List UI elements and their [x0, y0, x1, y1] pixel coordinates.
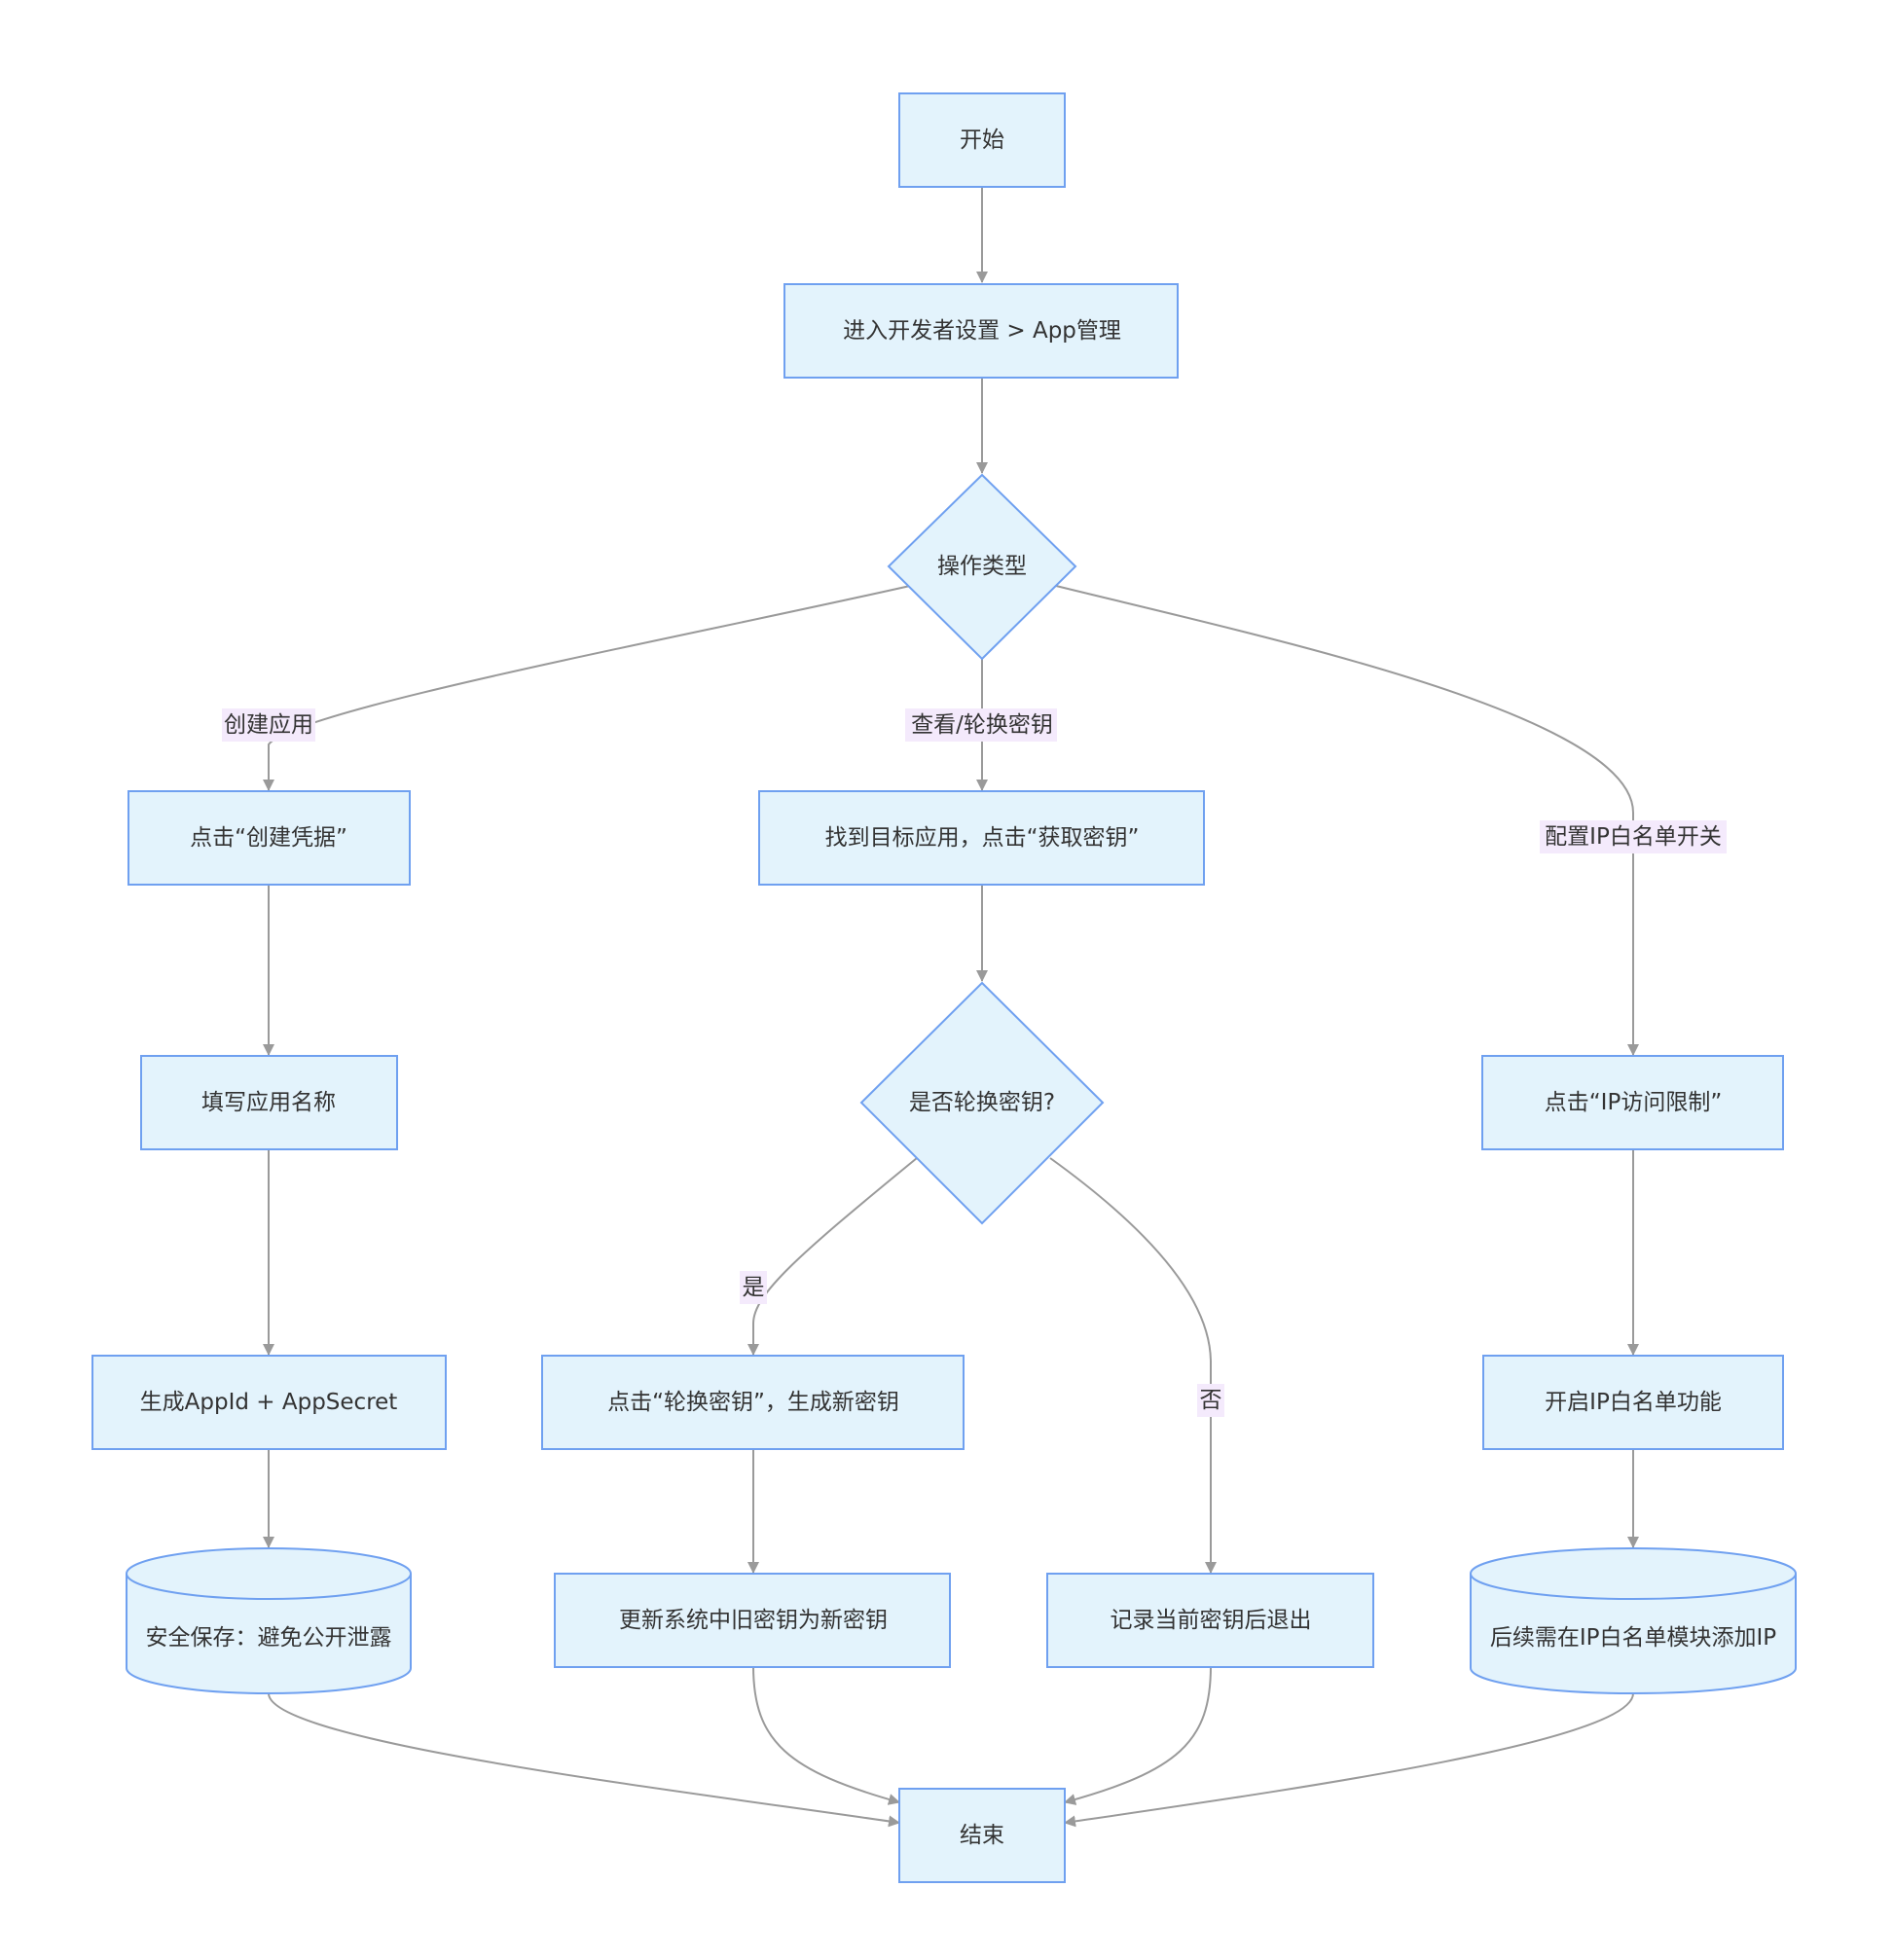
- svg-text:开启IP白名单功能: 开启IP白名单功能: [1545, 1390, 1722, 1415]
- edge-label-no: 否: [1197, 1384, 1224, 1417]
- node-click-rotate-key: 点击“轮换密钥”，生成新密钥: [541, 1355, 965, 1450]
- edge-label-create-app: 创建应用: [222, 708, 315, 742]
- edge-label-yes: 是: [740, 1271, 767, 1304]
- svg-text:否: 否: [1200, 1388, 1222, 1413]
- node-rotate-key-question: 是否轮换密钥?: [859, 981, 1105, 1225]
- node-start: 开始: [898, 92, 1066, 188]
- svg-text:后续需在IP白名单模块添加IP: 后续需在IP白名单模块添加IP: [1490, 1625, 1776, 1651]
- node-operation-type: 操作类型: [887, 473, 1077, 661]
- edge-record-to-end: [1064, 1665, 1212, 1805]
- edge-label-config-ip-whitelist: 配置IP白名单开关: [1540, 820, 1727, 853]
- svg-text:记录当前密钥后退出: 记录当前密钥后退出: [1111, 1608, 1312, 1633]
- svg-text:生成AppId + AppSecret: 生成AppId + AppSecret: [140, 1390, 398, 1415]
- edge-question-no: [1049, 1157, 1217, 1574]
- svg-text:结束: 结束: [960, 1823, 1004, 1848]
- svg-text:配置IP白名单开关: 配置IP白名单开关: [1545, 824, 1722, 850]
- svg-text:点击“IP访问限制”: 点击“IP访问限制”: [1545, 1090, 1722, 1115]
- svg-text:进入开发者设置 > App管理: 进入开发者设置 > App管理: [843, 318, 1121, 344]
- svg-text:点击“创建凭据”: 点击“创建凭据”: [190, 825, 347, 851]
- edge-label-view-rotate-key: 查看/轮换密钥: [905, 708, 1057, 742]
- node-record-key-exit: 记录当前密钥后退出: [1046, 1573, 1374, 1668]
- svg-text:填写应用名称: 填写应用名称: [201, 1090, 336, 1115]
- edge-operation-to-ip: [1055, 585, 1639, 1056]
- nodes: 开始 进入开发者设置 > App管理 操作类型 点击“创建凭据” 找到目标应用，…: [91, 92, 1797, 1883]
- svg-text:安全保存：避免公开泄露: 安全保存：避免公开泄露: [146, 1625, 392, 1651]
- edge-question-yes: [747, 1157, 918, 1356]
- node-click-create-credential: 点击“创建凭据”: [127, 790, 411, 886]
- node-update-system-key: 更新系统中旧密钥为新密钥: [554, 1573, 951, 1668]
- node-generate-appid: 生成AppId + AppSecret: [91, 1355, 447, 1450]
- svg-text:是: 是: [743, 1275, 765, 1300]
- node-click-ip-restriction: 点击“IP访问限制”: [1481, 1055, 1784, 1150]
- edge-safe-to-end: [268, 1692, 900, 1828]
- svg-text:操作类型: 操作类型: [937, 554, 1027, 579]
- svg-text:更新系统中旧密钥为新密钥: 更新系统中旧密钥为新密钥: [619, 1608, 888, 1633]
- svg-text:找到目标应用，点击“获取密钥”: 找到目标应用，点击“获取密钥”: [825, 825, 1140, 851]
- svg-text:查看/轮换密钥: 查看/轮换密钥: [911, 712, 1053, 738]
- svg-text:开始: 开始: [960, 127, 1004, 153]
- svg-text:创建应用: 创建应用: [224, 712, 313, 738]
- node-fill-app-name: 填写应用名称: [140, 1055, 398, 1150]
- edge-update-to-end: [752, 1665, 900, 1805]
- svg-text:是否轮换密钥?: 是否轮换密钥?: [909, 1090, 1055, 1115]
- node-find-app-get-key: 找到目标应用，点击“获取密钥”: [758, 790, 1205, 886]
- node-safe-storage: 安全保存：避免公开泄露: [126, 1547, 412, 1694]
- svg-text:点击“轮换密钥”，生成新密钥: 点击“轮换密钥”，生成新密钥: [607, 1390, 899, 1415]
- node-whitelist-add-ip: 后续需在IP白名单模块添加IP: [1470, 1547, 1797, 1694]
- edge-operation-to-create: [263, 585, 911, 791]
- node-enable-ip-whitelist: 开启IP白名单功能: [1482, 1355, 1784, 1450]
- edge-labels: 创建应用 查看/轮换密钥 配置IP白名单开关 是 否: [222, 708, 1727, 1417]
- edges: [263, 187, 1639, 1828]
- node-enter-settings: 进入开发者设置 > App管理: [783, 283, 1179, 379]
- edge-whitelist-to-end: [1064, 1692, 1634, 1828]
- node-end: 结束: [898, 1788, 1066, 1883]
